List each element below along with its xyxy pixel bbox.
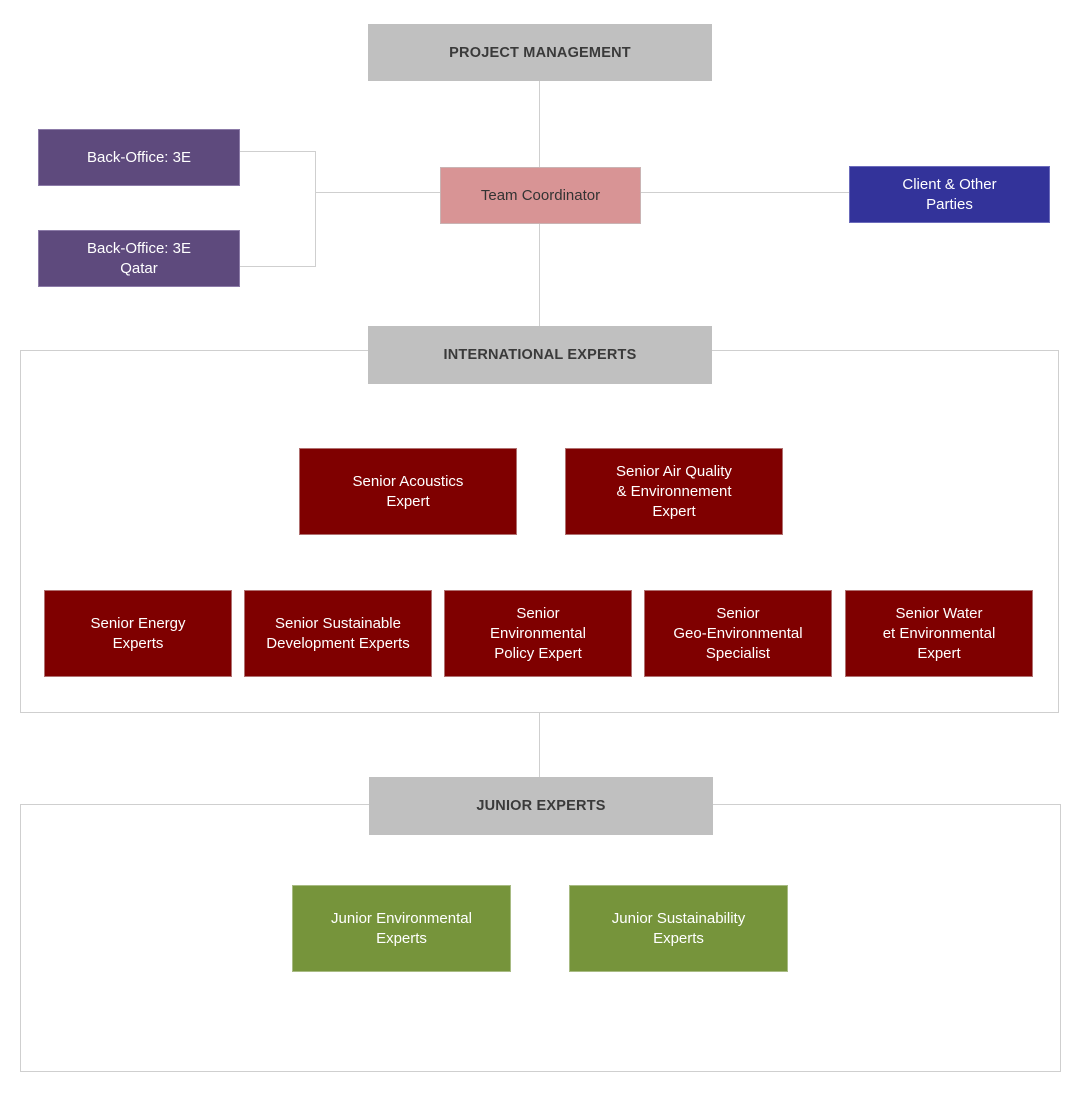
team-coordinator-box: Team Coordinator xyxy=(440,167,641,224)
connector-backoffice-to-coordinator xyxy=(315,192,440,193)
senior-water-environmental-expert-box: Senior Water et Environmental Expert xyxy=(845,590,1033,677)
connector-coordinator-to-international xyxy=(539,224,540,326)
connector-backoffice-bracket-vertical xyxy=(315,151,316,267)
senior-environmental-policy-expert-box: Senior Environmental Policy Expert xyxy=(444,590,632,677)
junior-sustainability-experts-box: Junior Sustainability Experts xyxy=(569,885,788,972)
senior-geo-environmental-specialist-box: Senior Geo-Environmental Specialist xyxy=(644,590,832,677)
project-management-box: PROJECT MANAGEMENT xyxy=(368,24,712,81)
connector-international-to-junior xyxy=(539,712,540,778)
connector-pm-to-coordinator xyxy=(539,81,540,167)
connector-backoffice-top xyxy=(240,151,316,152)
senior-air-quality-expert-box: Senior Air Quality & Environnement Exper… xyxy=(565,448,783,535)
client-other-parties-box: Client & Other Parties xyxy=(849,166,1050,223)
connector-backoffice-bottom xyxy=(240,266,316,267)
international-experts-header: INTERNATIONAL EXPERTS xyxy=(368,326,712,384)
back-office-3e-box: Back-Office: 3E xyxy=(38,129,240,186)
junior-experts-frame xyxy=(20,804,1061,1072)
senior-sustainable-development-experts-box: Senior Sustainable Development Experts xyxy=(244,590,432,677)
junior-experts-header: JUNIOR EXPERTS xyxy=(369,777,713,835)
junior-environmental-experts-box: Junior Environmental Experts xyxy=(292,885,511,972)
senior-energy-experts-box: Senior Energy Experts xyxy=(44,590,232,677)
senior-acoustics-expert-box: Senior Acoustics Expert xyxy=(299,448,517,535)
back-office-3e-qatar-box: Back-Office: 3E Qatar xyxy=(38,230,240,287)
connector-coordinator-to-client xyxy=(641,192,849,193)
